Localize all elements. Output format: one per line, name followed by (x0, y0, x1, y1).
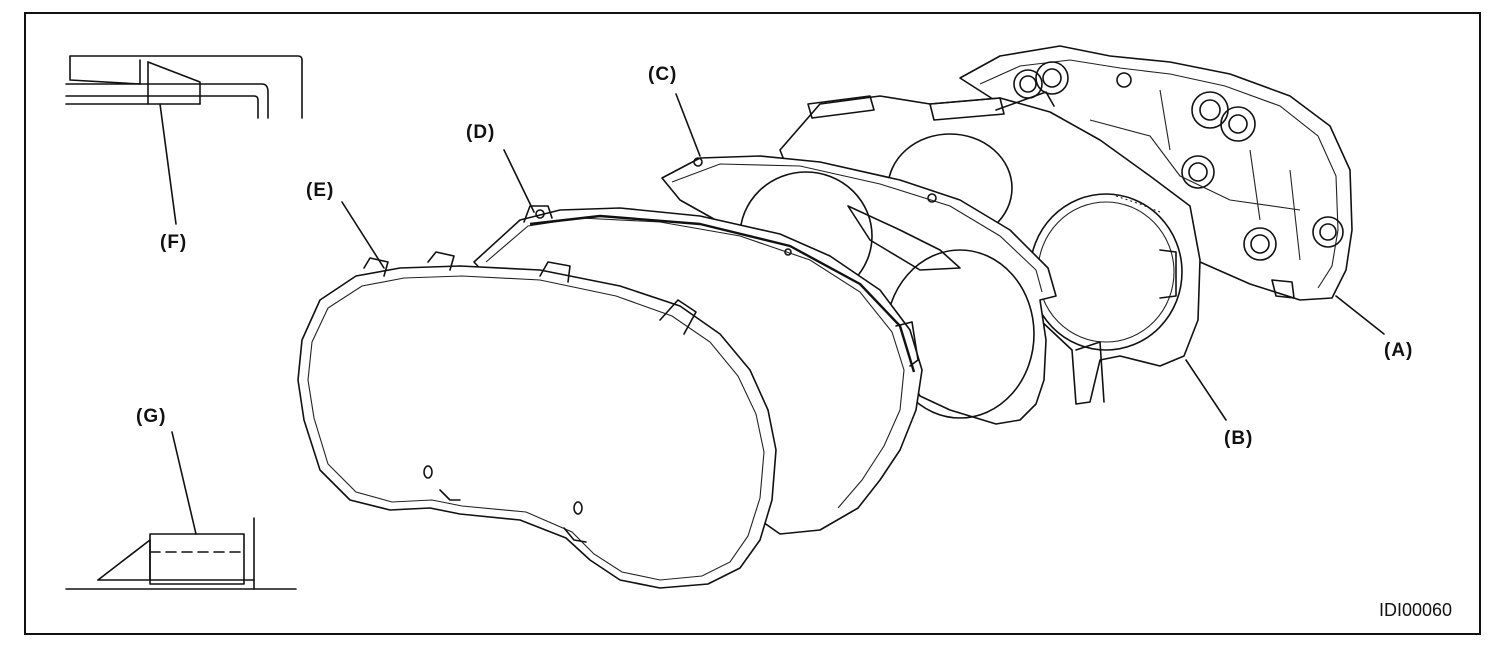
label-f: (F) (160, 232, 187, 253)
figure-id: IDI00060 (1379, 600, 1452, 620)
leader-line-f (159, 103, 177, 225)
leader-line-g (171, 431, 197, 535)
leader-line-b (1185, 359, 1227, 421)
leader-line-d (503, 149, 535, 213)
part-e-front-cover (297, 201, 777, 589)
part-a-rear-case (959, 45, 1385, 335)
figure-border (24, 12, 1481, 635)
detail-g-section (65, 431, 297, 590)
leader-line-e (341, 201, 385, 269)
leader-line-a (1335, 295, 1385, 335)
label-c: (C) (648, 64, 677, 85)
leader-line-c (675, 93, 701, 157)
label-b: (B) (1224, 428, 1253, 449)
label-e: (E) (306, 180, 334, 201)
label-d: (D) (466, 122, 495, 143)
detail-f-section (65, 55, 303, 225)
label-g: (G) (136, 406, 166, 427)
label-a: (A) (1384, 340, 1413, 361)
